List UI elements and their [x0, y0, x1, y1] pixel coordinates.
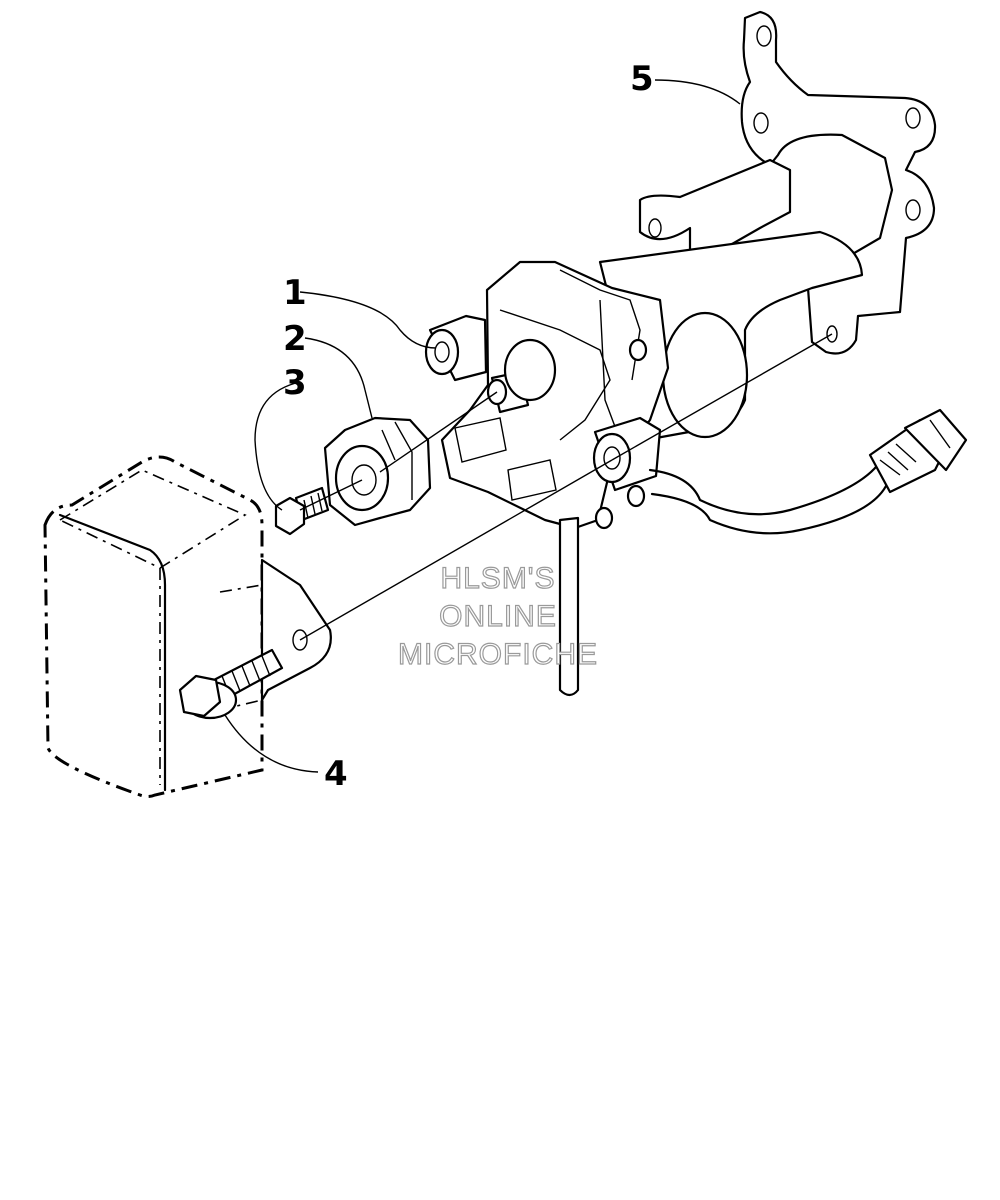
mounting-bracket-part-5 [638, 10, 937, 355]
wire-harness [648, 408, 968, 535]
watermark-line-2: ONLINE [439, 600, 557, 633]
callout-5: 5 [630, 59, 654, 99]
callout-1: 1 [283, 273, 307, 313]
long-bolt-part-4 [178, 648, 284, 720]
motor-body [598, 230, 864, 442]
callout-3: 3 [283, 363, 307, 403]
callout-2: 2 [283, 319, 307, 359]
watermark-line-3: MICROFICHE [398, 638, 598, 671]
small-bolt-part-3 [274, 486, 330, 536]
coupler-part-2 [323, 416, 432, 527]
leader-lines [224, 79, 741, 773]
assembly-centerlines [299, 333, 833, 641]
watermark-line-1: HLSM'S [440, 562, 555, 595]
callout-4: 4 [324, 754, 348, 794]
actuator-gearbox-part-1 [424, 260, 670, 697]
watermark: HLSM'S ONLINE MICROFICHE [397, 561, 598, 671]
